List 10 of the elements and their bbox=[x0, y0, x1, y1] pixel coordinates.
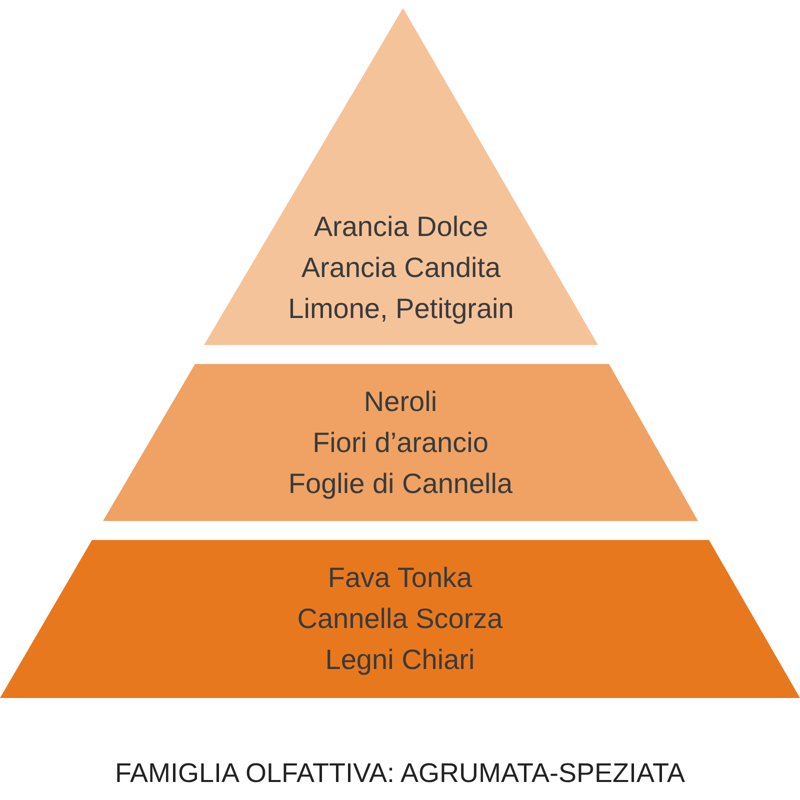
tier-text: Fiori d’arancio bbox=[312, 426, 488, 460]
tier-text: Cannella Scorza bbox=[297, 602, 503, 636]
tier-text: Legni Chiari bbox=[325, 643, 475, 677]
tier-text: Arancia Candita bbox=[301, 251, 501, 285]
tier-text: Foglie di Cannella bbox=[288, 467, 513, 501]
tier-text: Arancia Dolce bbox=[314, 210, 488, 244]
caption: FAMIGLIA OLFATTIVA: AGRUMATA-SPEZIATA bbox=[114, 758, 686, 789]
tier-text: Fava Tonka bbox=[328, 561, 472, 595]
tier-text: Neroli bbox=[364, 385, 438, 419]
tier-text: Limone, Petitgrain bbox=[288, 292, 514, 326]
